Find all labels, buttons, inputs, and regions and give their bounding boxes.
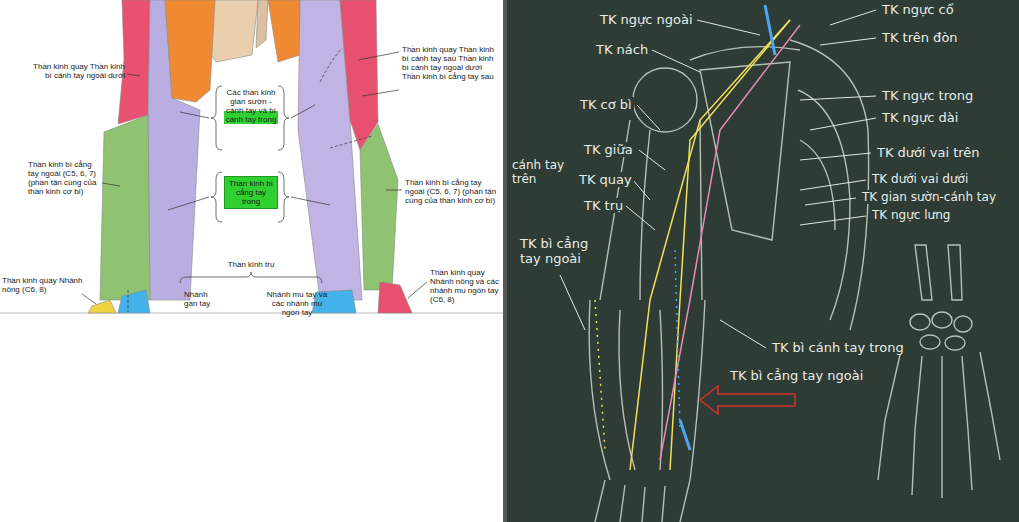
chalk-label: TK ngực trong	[880, 88, 975, 103]
nerve-label: Thần kinh quay Thần kinh bì cánh tay ngo…	[25, 62, 125, 80]
branch-label: Nhánh mu tay và các nhánh mu ngón tay	[262, 290, 332, 317]
chalk-label: TK quay	[577, 172, 634, 187]
nerve-label: Thần kinh bì cẳng tay ngoài (C5, 6, 7) (…	[405, 178, 497, 205]
chalk-label: TK bì cẳng tay ngoài	[518, 236, 598, 266]
nerve-label: Thần kinh quay Nhánh nông (C6, 8)	[2, 276, 84, 294]
dashed-borders	[128, 48, 372, 312]
chalk-label: TK bì cẳng tay ngoài	[728, 368, 865, 383]
chalk-label: TK ngực dài	[880, 110, 960, 125]
divider	[503, 0, 507, 522]
leader-lines	[82, 52, 427, 304]
node-text: Thần kinh bì cẳng tay trong	[227, 179, 275, 206]
right-arm	[256, 0, 412, 313]
figure-panel	[0, 0, 503, 313]
chalk-label: TK dưới vai trên	[875, 145, 982, 160]
nerve-lines	[595, 5, 800, 470]
nerve-label: Thần kinh trụ	[215, 260, 287, 269]
branch-label: Nhánh gan tay	[184, 290, 222, 308]
panel-border	[0, 313, 503, 314]
chalk-label: TK ngực ngoài	[598, 12, 695, 27]
chalk-label: TK giữa	[582, 142, 635, 157]
chalk-label: TK bì cánh tay trong	[770, 340, 906, 355]
chalk-drawing	[589, 40, 1000, 522]
chalk-label: TK cơ bì	[578, 97, 634, 112]
highlight-box: Thần kinh bì cẳng tay trong	[224, 176, 278, 209]
chalk-label: TK nách	[594, 42, 650, 57]
chalk-label: TK dưới vai dưới	[870, 172, 970, 186]
nerve-label: Thần kinh quay Nhánh nông và các nhánh m…	[430, 268, 502, 304]
chalk-label: TK gian sườn-cánh tay	[860, 190, 998, 204]
red-arrow	[700, 386, 795, 414]
chalk-label: cánh tay trên	[510, 158, 568, 186]
chalk-label: TK ngực cổ	[880, 2, 956, 17]
chalk-label: TK ngực lưng	[870, 208, 952, 222]
chalk-label: TK trụ	[582, 198, 625, 213]
nerve-label: Thần kinh quay Thần kinh bì cánh tay sau…	[402, 45, 500, 81]
chalkboard	[507, 0, 1019, 522]
chalk-label: TK trên đòn	[880, 30, 960, 45]
nerve-group-label: Các thần kinh gian sườn - cánh tay và bì…	[224, 88, 278, 124]
nerve-label: Thần kinh bì cẳng tay ngoài (C5, 6, 7) (…	[28, 160, 100, 196]
chalk-leader-lines	[560, 10, 876, 348]
